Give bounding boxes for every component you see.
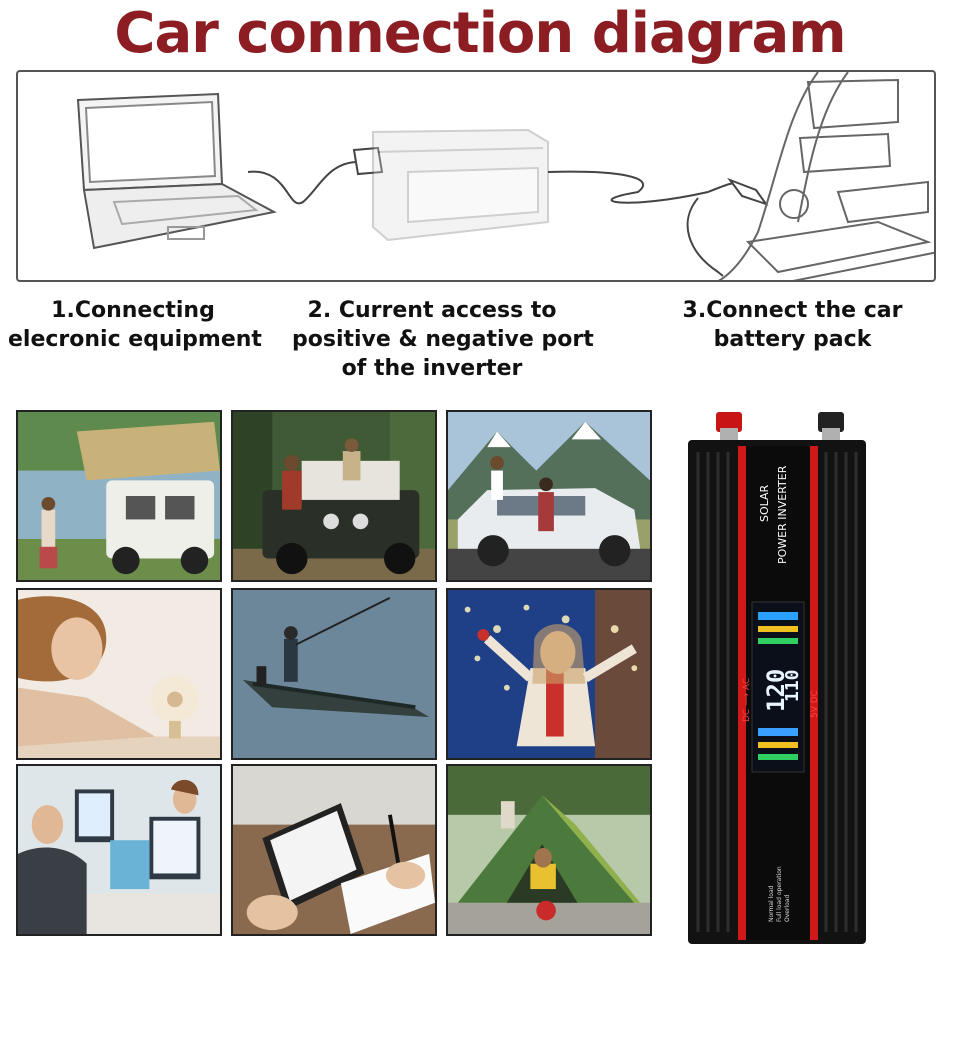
step-2-line-2: positive & negative port <box>292 327 594 352</box>
suv-mountain-scene-icon <box>448 412 650 580</box>
step-2-caption: 2. Current access to positive & negative… <box>292 296 594 383</box>
dc-ac-label: DC ⟶ AC <box>742 677 752 722</box>
photo-woman-winter-lights <box>446 588 652 760</box>
winter-lights-scene-icon <box>448 590 650 758</box>
negative-terminal <box>818 412 844 432</box>
step-1-caption: 1.Connecting elecronic equipment <box>8 296 262 354</box>
step-3-line-1: 3.Connect the car <box>682 298 903 323</box>
woman-with-fan-scene-icon <box>18 590 220 758</box>
fishing-boat-scene-icon <box>233 590 435 758</box>
photo-tablet-notes <box>231 764 437 936</box>
car-plug-icon <box>727 177 769 206</box>
solar-power-inverter-icon <box>688 412 866 944</box>
office-scene-icon <box>18 766 220 934</box>
connection-diagram-panel <box>16 70 936 282</box>
car-dashboard-icon <box>717 72 934 280</box>
step-2-line-1: 2. Current access to <box>307 298 557 323</box>
connection-illustration <box>76 72 934 280</box>
inverter-product-image: SOLAR POWER INVERTER 120 110 DC ⟶ AC 5V … <box>684 402 870 950</box>
cable-car <box>547 170 739 204</box>
legend-full-load: Full load operation <box>776 866 783 922</box>
page-title: Car connection diagram <box>114 1 846 66</box>
inverter-label-solar: SOLAR <box>758 484 771 522</box>
lcd-ac-reading: 110 <box>782 669 803 702</box>
step-3-caption: 3.Connect the car battery pack <box>660 296 925 354</box>
legend-overload: Overload <box>784 894 791 922</box>
plug-icon <box>352 146 384 176</box>
positive-terminal <box>716 412 742 432</box>
step-1-line-2: elecronic equipment <box>8 327 262 352</box>
offroad-jeep-scene-icon <box>233 412 435 580</box>
inverter-box-icon <box>372 128 549 242</box>
photo-woman-fan <box>16 588 222 760</box>
step-2-line-3: of the inverter <box>341 356 523 381</box>
camping-car-scene-icon <box>18 412 220 580</box>
step-3-line-2: battery pack <box>713 327 872 352</box>
step-1-line-1: 1.Connecting <box>51 298 215 323</box>
photo-jeep-forest <box>231 410 437 582</box>
usb-label: 5V DC <box>810 690 820 718</box>
cable-laptop <box>247 161 359 205</box>
tent-scene-icon <box>448 766 650 934</box>
photo-camping-tent <box>446 764 652 936</box>
photo-fishing-boat <box>231 588 437 760</box>
inverter-label-power: POWER INVERTER <box>776 465 789 564</box>
laptop-icon <box>76 92 277 250</box>
tablet-scene-icon <box>233 766 435 934</box>
photo-white-suv-mountains <box>446 410 652 582</box>
legend-normal-load: Normal load <box>768 885 775 922</box>
photo-rooftop-tent-suv <box>16 410 222 582</box>
photo-office-computers <box>16 764 222 936</box>
